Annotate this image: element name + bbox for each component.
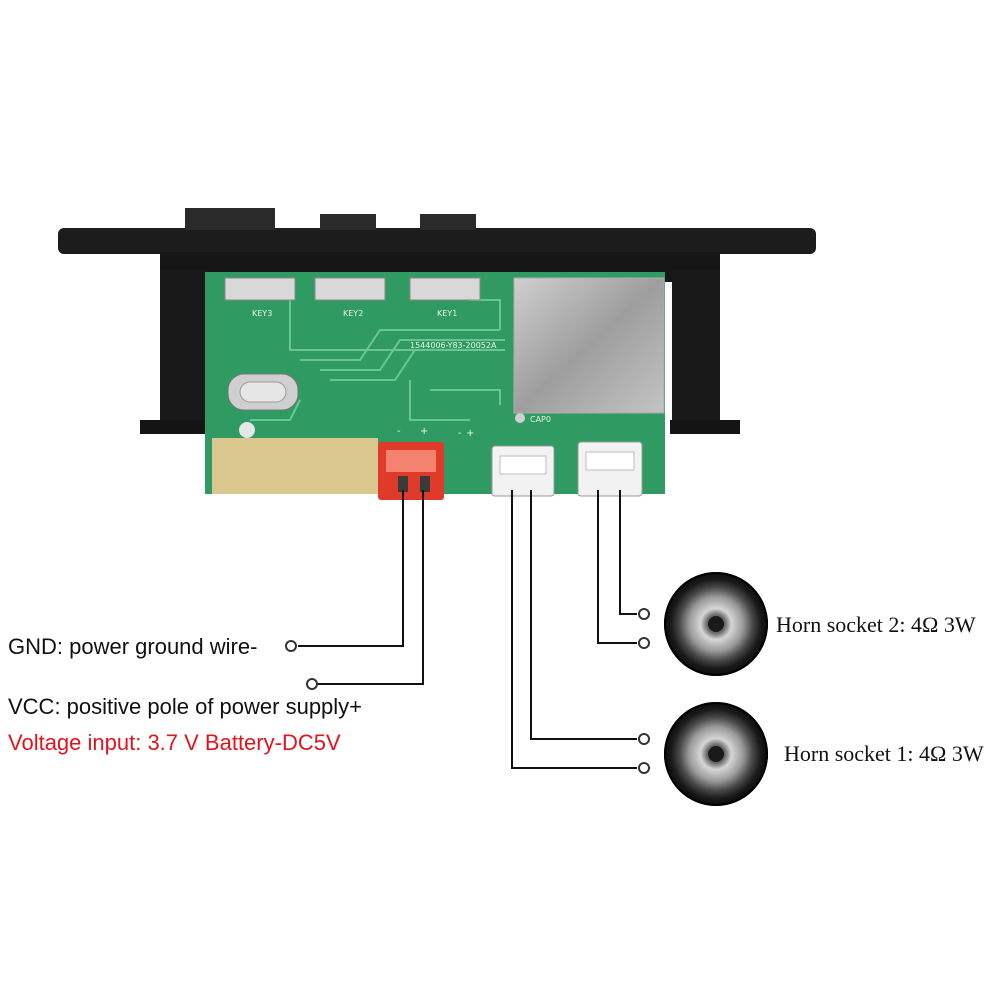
horn-socket-2-label: Horn socket 2: 4Ω 3W [776, 612, 976, 637]
silkscreen-text: 1544006-Y83-20052A [410, 341, 497, 350]
voltage-label: Voltage input: 3.7 V Battery-DC5V [8, 730, 341, 755]
power-plus-pin: + [420, 426, 428, 437]
speaker1-connector [491, 445, 555, 497]
front-bezel [58, 208, 816, 434]
terminal-dots [285, 608, 650, 774]
speaker-1 [664, 702, 768, 806]
left-plus-pin: + [466, 428, 474, 439]
speaker-2 [664, 572, 768, 676]
wiring [298, 490, 637, 769]
power-minus-pin: - [397, 426, 401, 437]
gnd-label: GND: power ground wire- [8, 634, 258, 659]
cap-label: CAP0 [530, 415, 551, 424]
power-connector [378, 442, 444, 500]
horn-socket-1-label: Horn socket 1: 4Ω 3W [784, 741, 984, 766]
key3-label: KEY3 [252, 309, 272, 318]
speaker2-connector [577, 441, 643, 497]
left-minus-pin: - [458, 428, 462, 439]
key2-label: KEY2 [343, 309, 363, 318]
vcc-label: VCC: positive pole of power supply+ [8, 694, 363, 719]
key1-label: KEY1 [437, 309, 457, 318]
